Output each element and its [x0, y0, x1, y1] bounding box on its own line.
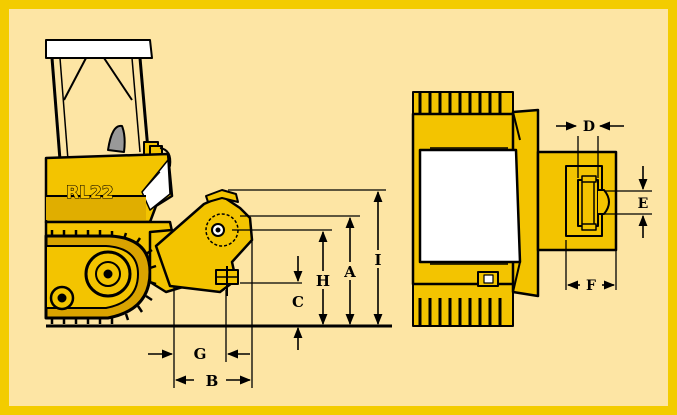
top-track-upper — [412, 91, 514, 115]
side-extension-lines — [173, 189, 386, 388]
dim-label-g: G — [194, 345, 207, 363]
dim-label-a: A — [343, 263, 356, 281]
top-track-lower — [412, 283, 514, 327]
top-extension-lines — [565, 136, 652, 290]
dim-label-c: C — [292, 293, 304, 311]
top-blade-area — [418, 148, 522, 264]
top-shank-clamp — [577, 179, 599, 227]
operator-seat — [107, 124, 126, 153]
canopy-roof — [45, 39, 153, 59]
dim-label-h: H — [316, 272, 330, 290]
dim-label-f: F — [586, 278, 596, 294]
top-view-machine — [411, 91, 618, 327]
dim-label-i: I — [374, 251, 381, 269]
dim-label-d: D — [583, 119, 595, 135]
top-dimension-arrows — [556, 121, 648, 290]
canopy-post-front — [50, 57, 62, 161]
canopy-post-rear — [138, 57, 150, 151]
top-track-pads — [418, 92, 502, 326]
dim-label-b: B — [206, 372, 219, 390]
track-cleats — [50, 230, 157, 324]
model-label: RL22 — [66, 183, 114, 203]
dim-label-e: E — [638, 196, 649, 212]
side-view-machine — [44, 39, 392, 328]
